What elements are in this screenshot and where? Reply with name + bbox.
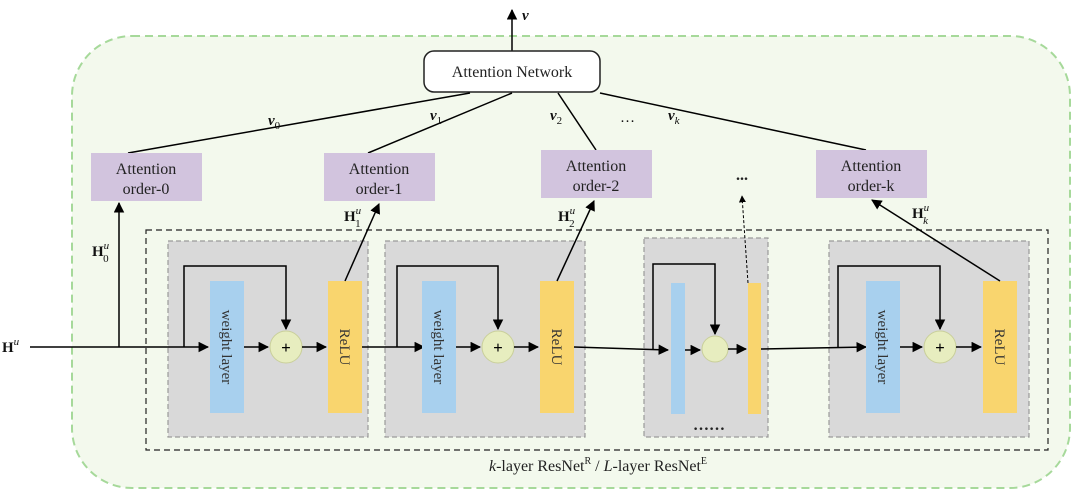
weight-layer-1 (210, 281, 244, 413)
attention-network-label: Attention Network (452, 64, 572, 81)
attention-order-k: Attention order-k (816, 150, 927, 198)
relu-k (983, 281, 1017, 413)
attention-order-2: Attention order-2 (541, 150, 652, 198)
svg-text:ReLU: ReLU (548, 329, 564, 366)
relu-2 (540, 281, 574, 413)
block-k-content: weight layer ReLU + (837, 265, 1017, 413)
svg-text:Attention: Attention (349, 161, 409, 178)
edge-order-2 (557, 92, 597, 151)
svg-text:+: + (281, 338, 291, 357)
edge-label-v1: v1 (430, 108, 442, 127)
attention-more-dots: ... (736, 167, 748, 184)
weight-layer-k (866, 281, 900, 413)
edge-order-1 (367, 92, 513, 154)
edge-label-dots: … (620, 110, 635, 126)
h1-arrow (344, 203, 380, 282)
svg-text:ReLU: ReLU (336, 329, 352, 366)
svg-text:order-0: order-0 (123, 181, 170, 198)
attention-order-0: Attention order-0 (91, 153, 202, 201)
block-2-content: weight layer ReLU + (396, 265, 574, 413)
svg-text:weight layer: weight layer (430, 310, 446, 385)
hk-arrow (871, 199, 1001, 282)
svg-text:order-2: order-2 (573, 178, 620, 195)
block-1-content: weight layer ReLU + (183, 265, 362, 413)
block-3-content (652, 263, 761, 414)
edge-label-v2: v2 (550, 108, 562, 127)
svg-text:Attention: Attention (566, 158, 626, 175)
output-label: v (522, 8, 529, 24)
h-more-arrow (738, 195, 749, 284)
ellipsis-bottom: …… (693, 417, 725, 434)
edge-order-k (599, 92, 867, 151)
svg-text:Attention: Attention (841, 158, 901, 175)
svg-text:Attention: Attention (116, 161, 176, 178)
input-label: Hu (2, 336, 20, 356)
attention-order-1: Attention order-1 (324, 153, 435, 201)
resnet-container (145, 229, 1049, 451)
h2-arrow (556, 200, 595, 282)
edge-label-vk: vk (668, 108, 681, 127)
svg-text:order-1: order-1 (356, 181, 403, 198)
svg-text:weight layer: weight layer (874, 310, 890, 385)
svg-text:order-k: order-k (848, 178, 895, 195)
svg-text:+: + (493, 338, 503, 357)
plus-circle-3 (701, 335, 729, 363)
relu-3 (748, 283, 761, 414)
edge-label-v0: v0 (268, 113, 281, 132)
caption: k-layer ResNetR / L-layer ResNetE (489, 456, 707, 475)
svg-text:ReLU: ReLU (991, 329, 1007, 366)
svg-text:+: + (935, 338, 945, 357)
attention-network-box (423, 50, 601, 93)
weight-layer-3 (671, 283, 685, 414)
weight-layer-2 (422, 281, 456, 413)
svg-text:weight layer: weight layer (218, 310, 234, 385)
relu-1 (328, 281, 362, 413)
edge-order-0 (127, 92, 471, 154)
